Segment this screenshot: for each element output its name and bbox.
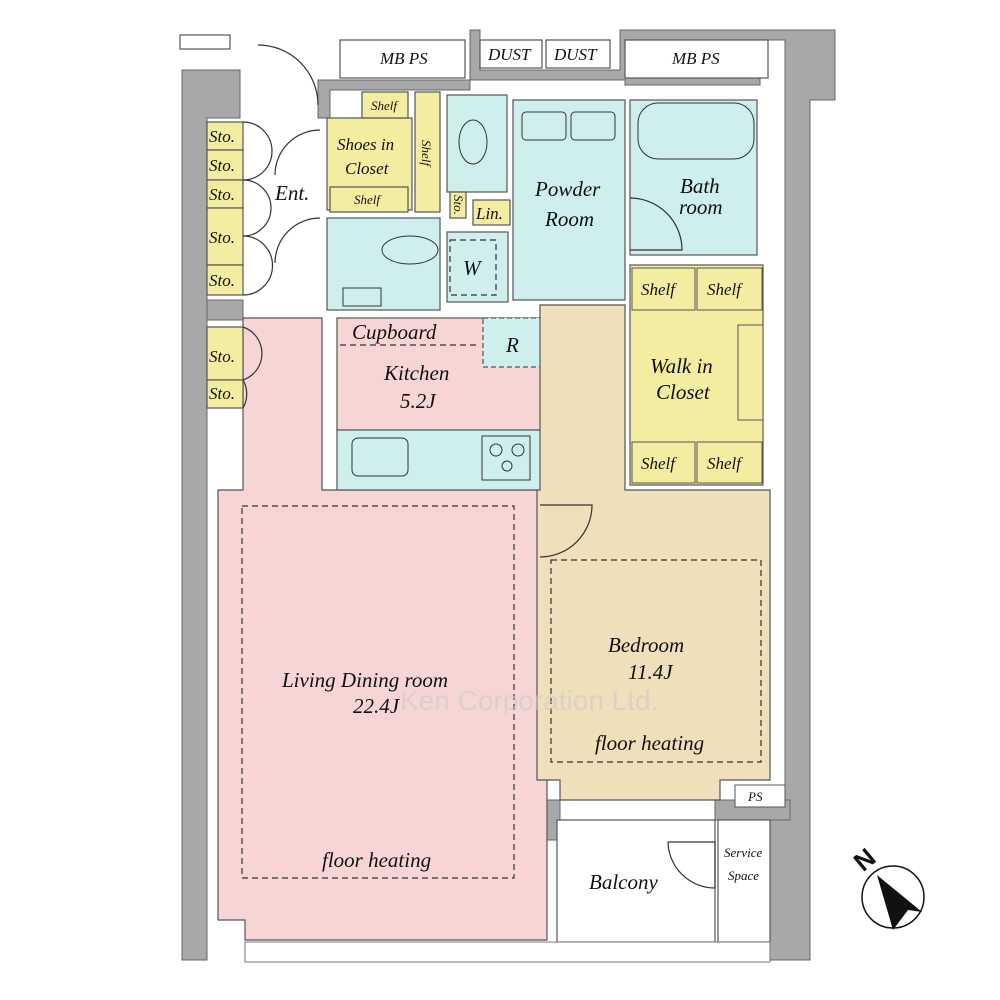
sto-label: Sto. — [209, 384, 235, 403]
bedroom-heating-label: floor heating — [595, 731, 704, 755]
bath-room-0-label: Bath — [680, 174, 720, 198]
storage-areas — [206, 91, 511, 409]
entrance-label: Ent. — [274, 181, 309, 205]
dust-1-label: DUST — [487, 45, 532, 64]
ps-box — [734, 784, 786, 808]
service-shafts — [179, 34, 769, 79]
toilet-icon — [458, 119, 488, 165]
refrigerator — [482, 317, 546, 368]
room-labels: Sto. Sto. Sto. Sto. Sto. Sto. Sto. Shelf… — [209, 98, 763, 894]
storage-door-icons — [242, 44, 321, 409]
sto-label: Sto. — [209, 347, 235, 366]
shelf-label: Shelf — [641, 280, 677, 299]
living-size-label: 22.4J — [353, 694, 401, 718]
dust-2-label: DUST — [553, 45, 598, 64]
compass-icon: N — [848, 842, 925, 930]
living-heating-label: floor heating — [322, 848, 431, 872]
sto-label: Sto. — [209, 127, 235, 146]
kitchen-label: Kitchen — [383, 361, 449, 385]
sto-label: Sto. — [209, 185, 235, 204]
shelf-label: Shelf — [419, 140, 434, 168]
powder-room-0-label: Powder — [534, 177, 601, 201]
shoes-closet-1-label: Closet — [345, 159, 390, 178]
kitchen-counter — [336, 429, 554, 491]
powder-room-1-label: Room — [544, 207, 594, 231]
mbps-right-label: MB PS — [671, 49, 720, 68]
stove-icon — [481, 435, 531, 481]
sto-label: Sto. — [209, 271, 235, 290]
shelf-label: Shelf — [707, 280, 743, 299]
shoes-closet-0-label: Shoes in — [337, 135, 394, 154]
balcony — [556, 819, 716, 943]
mbps-left-label: MB PS — [379, 49, 428, 68]
toilet-icon-2 — [381, 235, 439, 265]
kitchen-size-label: 5.2J — [400, 389, 437, 413]
closet-shelves — [631, 267, 764, 484]
service-space-1-label: Space — [728, 868, 759, 883]
walk-in-closet-1-label: Closet — [656, 380, 711, 404]
bathtub-icon — [637, 102, 755, 160]
bedroom-label: Bedroom — [608, 633, 684, 657]
bath-door-icon — [629, 197, 683, 251]
service-space — [717, 819, 771, 943]
living-heating-area — [241, 505, 515, 879]
shelf-label: Shelf — [354, 192, 382, 207]
service-space-0-label: Service — [724, 845, 762, 860]
linen-label: Lin. — [475, 204, 503, 223]
shelf-label: Shelf — [641, 454, 677, 473]
shelf-label: Shelf — [707, 454, 743, 473]
shelf-label: Shelf — [371, 98, 399, 113]
living-dining-room — [217, 317, 548, 941]
sto-label: Sto. — [209, 156, 235, 175]
washbasin-icons — [521, 111, 616, 141]
walk-in-closet-0-label: Walk in — [650, 354, 713, 378]
balcony-label: Balcony — [589, 870, 658, 894]
sto-label: Sto. — [209, 228, 235, 247]
sink-icon — [351, 437, 409, 477]
bedroom — [536, 304, 771, 801]
bath-room-1-label: room — [679, 195, 723, 219]
refrigerator-label: R — [505, 333, 519, 357]
washer-label: W — [463, 256, 483, 280]
living-label: Living Dining room — [281, 668, 448, 692]
ps-label: PS — [747, 789, 763, 804]
sto-small-label: Sto. — [451, 195, 466, 215]
window-sill — [244, 941, 771, 963]
service-door-icon — [667, 841, 716, 889]
bedroom-heating-area — [550, 559, 762, 763]
watermark: Ken Corporation Ltd. — [400, 685, 658, 716]
bedroom-door-icon — [539, 504, 593, 558]
bedroom-size-label: 11.4J — [628, 660, 674, 684]
wet-areas — [326, 94, 758, 311]
cupboard-label: Cupboard — [352, 320, 437, 344]
